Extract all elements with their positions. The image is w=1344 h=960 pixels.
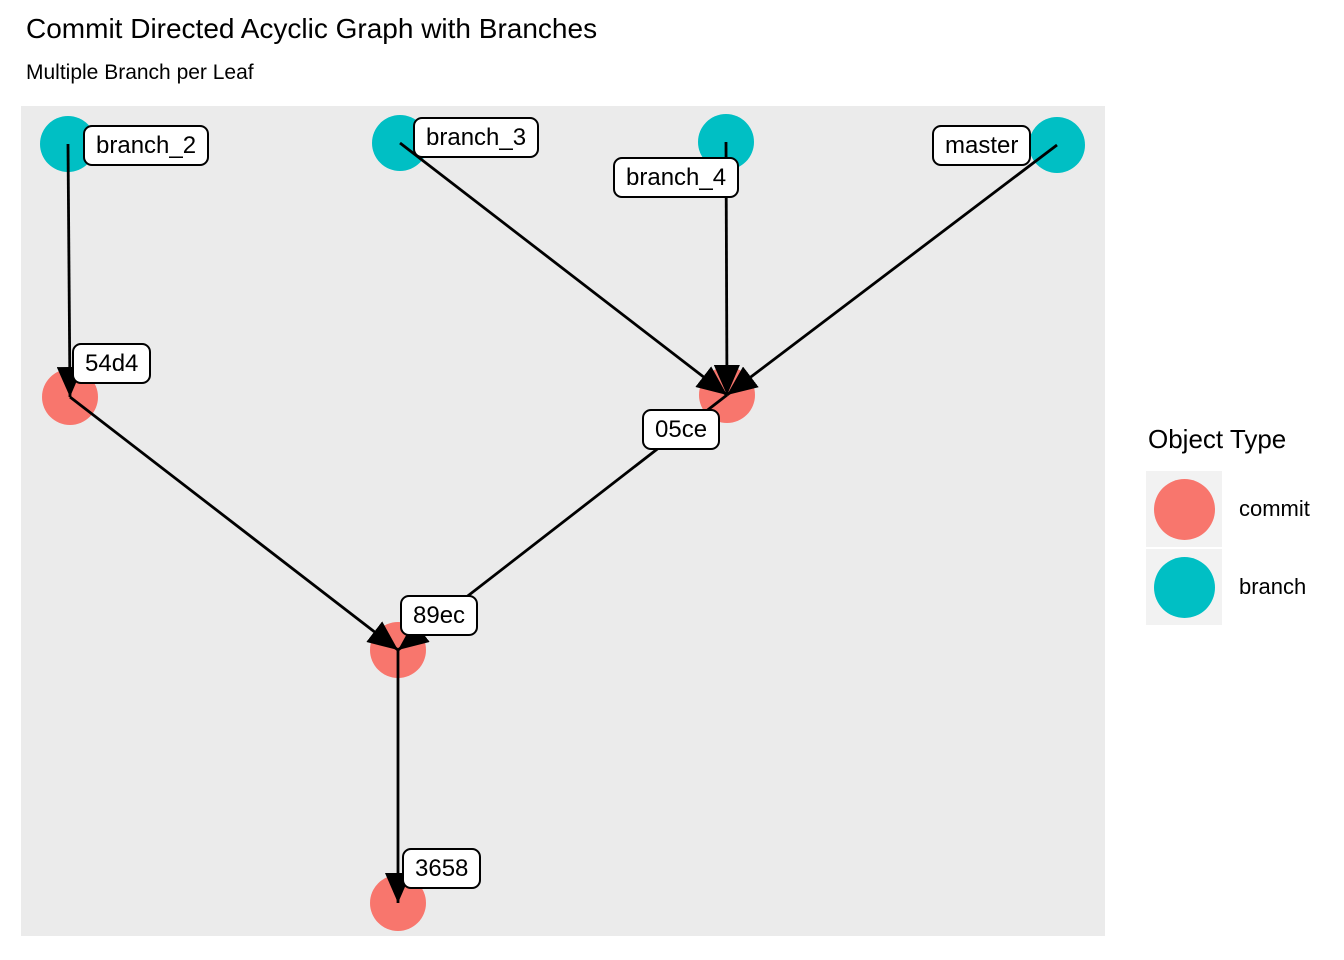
commit-dag-svg bbox=[40, 114, 1085, 931]
edge-master-to-05ce bbox=[726, 143, 1058, 397]
legend-item-branch: branch bbox=[1146, 549, 1344, 625]
chart-title: Commit Directed Acyclic Graph with Branc… bbox=[26, 13, 598, 44]
legend: Object Type commit branch bbox=[1146, 424, 1344, 627]
node-label-05ce: 05ce bbox=[642, 409, 721, 451]
legend-key-commit bbox=[1146, 471, 1222, 547]
branch-swatch-icon bbox=[1153, 556, 1215, 618]
legend-label-commit: commit bbox=[1239, 496, 1310, 521]
commit-swatch-icon bbox=[1153, 478, 1215, 540]
legend-item-commit: commit bbox=[1146, 471, 1344, 547]
legend-key-branch bbox=[1146, 549, 1222, 625]
legend-title: Object Type bbox=[1148, 424, 1287, 454]
legend-label-branch: branch bbox=[1239, 574, 1307, 599]
node-label-89ec: 89ec bbox=[400, 595, 479, 637]
node-label-branch_2: branch_2 bbox=[83, 125, 210, 167]
edge-branch_2-to-54d4 bbox=[56, 143, 83, 398]
node-label-54d4: 54d4 bbox=[72, 343, 152, 385]
node-label-master: master bbox=[932, 125, 1032, 167]
node-label-3658: 3658 bbox=[402, 848, 482, 890]
edges-layer bbox=[56, 141, 1058, 903]
node-label-branch_3: branch_3 bbox=[413, 117, 540, 159]
chart-subtitle: Multiple Branch per Leaf bbox=[26, 61, 254, 84]
node-label-branch_4: branch_4 bbox=[613, 157, 740, 199]
edge-54d4-to-89ec bbox=[69, 395, 399, 652]
plot-panel: branch_2 branch_3 branch_4 master 54d4 05ce 89… bbox=[21, 106, 1105, 936]
edge-branch_3-to-05ce bbox=[399, 141, 728, 397]
